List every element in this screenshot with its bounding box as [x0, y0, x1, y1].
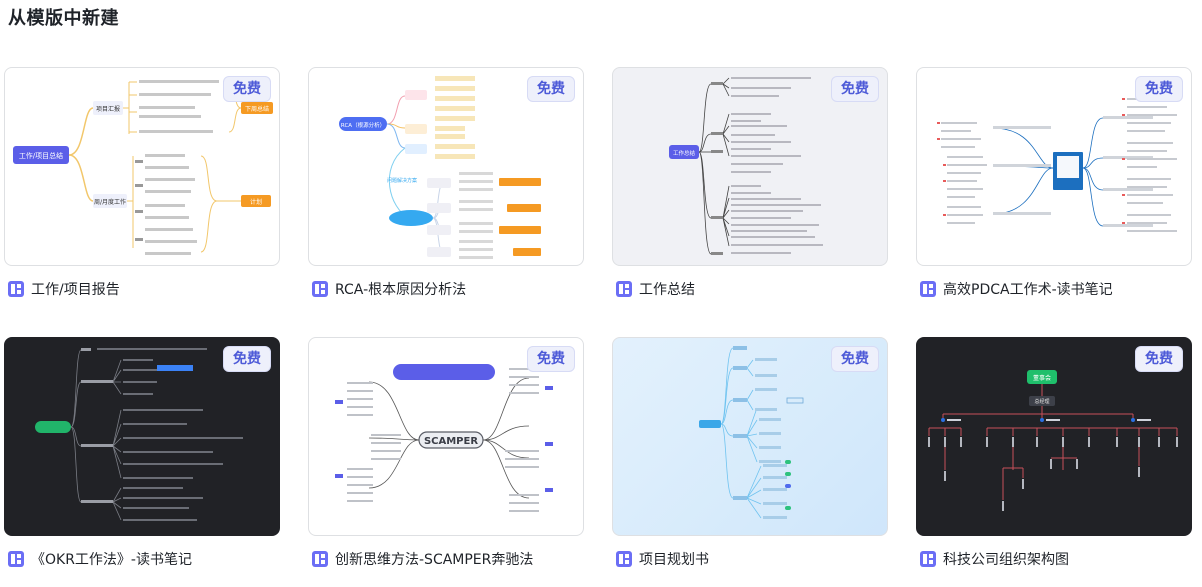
template-title: 高效PDCA工作术-读书笔记: [943, 282, 1113, 298]
svg-text:SCAMPER: SCAMPER: [424, 436, 478, 447]
template-icon: [312, 551, 328, 567]
template-card-work-summary[interactable]: 工作总结 免费 工作总结: [612, 67, 888, 298]
mindmap-preview: SCAMPER: [335, 364, 553, 512]
free-badge: 免费: [831, 346, 879, 372]
template-icon: [8, 281, 24, 297]
template-card-okr[interactable]: 免费 《OKR工作法》-读书笔记: [4, 337, 280, 568]
svg-text:工作总结: 工作总结: [673, 149, 696, 157]
template-thumbnail[interactable]: 免费: [612, 337, 888, 536]
template-thumbnail[interactable]: 免费: [916, 67, 1192, 266]
template-thumbnail[interactable]: 免费: [4, 337, 280, 536]
template-icon: [312, 281, 328, 297]
template-title: 工作总结: [639, 282, 695, 298]
template-title: 创新思维方法-SCAMPER奔驰法: [335, 552, 534, 568]
svg-text:总经理: 总经理: [1034, 398, 1049, 405]
mindmap-preview: 工作/项目总结 项目汇报 周/月度工作 下周总结 计划: [13, 80, 273, 255]
root-node-text: 工作/项目总结: [19, 151, 63, 160]
template-icon: [616, 551, 632, 567]
svg-text:RCA（根源分析）: RCA（根源分析）: [341, 121, 385, 129]
svg-text:下周总结: 下周总结: [245, 105, 269, 113]
mindmap-preview: 董事会 总经理: [928, 370, 1178, 511]
template-card-org-chart[interactable]: 董事会 总经理 免费 科技公司组织架构图: [916, 337, 1192, 568]
svg-text:项目汇报: 项目汇报: [96, 105, 120, 113]
free-badge: 免费: [223, 346, 271, 372]
mindmap-preview: [699, 346, 804, 519]
svg-text:董事会: 董事会: [1033, 374, 1051, 382]
template-thumbnail[interactable]: SCAMPER 免费: [308, 337, 584, 536]
template-card-project-plan[interactable]: 免费 项目规划书: [612, 337, 888, 568]
template-thumbnail[interactable]: 董事会 总经理 免费: [916, 337, 1192, 536]
template-icon: [920, 551, 936, 567]
svg-text:周/月度工作: 周/月度工作: [94, 198, 126, 206]
free-badge: 免费: [527, 76, 575, 102]
free-badge: 免费: [831, 76, 879, 102]
mindmap-preview: 工作总结: [669, 77, 823, 255]
free-badge: 免费: [1135, 76, 1183, 102]
template-thumbnail[interactable]: 工作/项目总结 项目汇报 周/月度工作 下周总结 计划 免费: [4, 67, 280, 266]
template-title: 《OKR工作法》-读书笔记: [31, 552, 192, 568]
template-icon: [920, 281, 936, 297]
template-card-scamper[interactable]: SCAMPER 免费 创新思维方法-SCAMPER奔驰法: [308, 337, 584, 568]
template-title: RCA-根本原因分析法: [335, 282, 467, 298]
template-icon: [8, 551, 24, 567]
mindmap-preview: [35, 348, 243, 521]
svg-text:计划: 计划: [250, 198, 262, 206]
mindmap-preview: [937, 98, 1177, 232]
section-title: 从模版中新建: [8, 8, 119, 29]
template-icon: [616, 281, 632, 297]
template-card-work-report[interactable]: 工作/项目总结 项目汇报 周/月度工作 下周总结 计划 免费 工作/项目报告: [4, 67, 280, 298]
template-title: 工作/项目报告: [31, 282, 120, 298]
free-badge: 免费: [527, 346, 575, 372]
template-thumbnail[interactable]: RCA（根源分析） 问题解决方案 免费: [308, 67, 584, 266]
mindmap-preview: RCA（根源分析） 问题解决方案: [339, 76, 541, 259]
template-title: 项目规划书: [639, 552, 709, 568]
template-thumbnail[interactable]: 工作总结 免费: [612, 67, 888, 266]
free-badge: 免费: [1135, 346, 1183, 372]
template-title: 科技公司组织架构图: [943, 552, 1069, 568]
template-card-pdca[interactable]: 免费 高效PDCA工作术-读书笔记: [916, 67, 1192, 298]
svg-text:问题解决方案: 问题解决方案: [387, 177, 417, 184]
template-card-rca[interactable]: RCA（根源分析） 问题解决方案 免费 RCA-根本原因分析法: [308, 67, 584, 298]
free-badge: 免费: [223, 76, 271, 102]
